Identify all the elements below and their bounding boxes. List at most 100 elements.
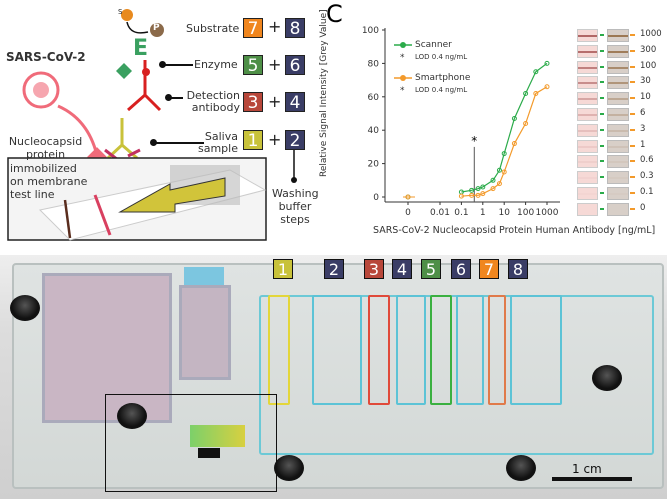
step-number: 7	[243, 18, 263, 39]
data-point-smartphone	[475, 192, 481, 198]
smartphone-tick	[630, 144, 635, 147]
p-label: P	[153, 23, 160, 33]
magnet	[10, 295, 40, 321]
photo-step-number: 1	[273, 259, 293, 279]
plus: +	[268, 92, 282, 111]
smartphone-strip	[607, 108, 629, 121]
test-line	[93, 194, 112, 236]
data-point-smartphone	[496, 181, 502, 187]
lod-star: *	[400, 86, 405, 96]
scanner-strip	[577, 29, 598, 42]
photo-step-number: 6	[451, 259, 471, 279]
smartphone-tick	[630, 81, 635, 84]
photo-step-number: 5	[421, 259, 441, 279]
y-tick-label: 40	[368, 126, 380, 136]
smartphone-strip	[607, 44, 629, 58]
microfluidic-chip	[12, 263, 664, 489]
wash-number: 6	[285, 55, 305, 76]
concentration-label: 1	[640, 139, 646, 150]
wash-number: 4	[285, 92, 305, 113]
scanner-strip	[577, 44, 598, 58]
photo-step-number: 2	[324, 259, 344, 279]
immobilized-label: immobilized on membrane test line	[10, 162, 88, 201]
smartphone-strip	[607, 139, 629, 153]
y-tick-label: 0	[373, 193, 379, 203]
legend-smartphone: Smartphone	[415, 73, 471, 83]
device-photo: 1 cm	[0, 255, 667, 499]
plus: +	[268, 17, 282, 36]
scanner-tick	[600, 34, 604, 36]
inset-highlight	[105, 394, 277, 492]
smartphone-strip	[607, 155, 629, 169]
x-tick-label: 100	[517, 208, 534, 218]
smartphone-tick	[630, 207, 635, 210]
smartphone-tick	[630, 176, 635, 179]
step-number: 3	[243, 92, 263, 113]
panel-letter: C	[326, 0, 343, 28]
concentration-label: 10	[640, 92, 651, 103]
x-tick-label: 0	[405, 208, 411, 218]
smartphone-tick	[630, 192, 635, 194]
s-label: S	[118, 8, 123, 16]
smartphone-strip	[607, 92, 629, 106]
y-tick-label: 20	[368, 160, 380, 170]
data-point-scanner	[475, 186, 481, 192]
photo-step-number: 3	[364, 259, 384, 279]
data-point-smartphone	[469, 192, 475, 198]
scanner-tick	[600, 65, 604, 68]
diagram-graphic	[7, 9, 297, 241]
data-point-smartphone	[501, 169, 507, 175]
scanner-strip	[577, 92, 598, 106]
scanner-strip	[577, 155, 598, 169]
data-point-smartphone	[480, 191, 486, 197]
data-point-scanner	[533, 69, 539, 75]
data-point-smartphone	[533, 90, 539, 96]
scale-bar	[552, 477, 632, 481]
concentration-label: 3	[640, 123, 646, 134]
substrate-icon	[121, 9, 133, 21]
step-number: 5	[243, 55, 263, 76]
scanner-tick	[600, 128, 604, 131]
scanner-tick	[600, 160, 604, 163]
x-tick-label: 0.1	[454, 208, 468, 218]
antibody-icon	[104, 60, 162, 162]
concentration-label: 0.3	[640, 171, 654, 182]
scanner-strip	[577, 76, 598, 90]
smartphone-tick	[630, 65, 635, 68]
data-point-smartphone	[490, 186, 496, 192]
scanner-strip	[577, 171, 598, 185]
concentration-label: 300	[640, 44, 657, 55]
sample-pad	[179, 285, 231, 380]
x-tick-label: 10	[498, 208, 510, 218]
data-point-scanner	[469, 187, 475, 193]
data-point-scanner	[501, 151, 507, 157]
scanner-strip	[577, 108, 598, 121]
x-tick-label: 1	[480, 208, 486, 218]
x-tick-label: 1000	[536, 208, 559, 218]
wash-number: 2	[285, 130, 305, 151]
data-point-scanner	[490, 177, 496, 183]
flow-arrow-icon	[118, 177, 226, 213]
scanner-tick	[600, 81, 604, 84]
scanner-tick	[600, 144, 604, 147]
smartphone-strip	[607, 60, 629, 74]
data-point-scanner	[544, 60, 550, 66]
protein-label: Nucleocapsid protein	[8, 135, 83, 161]
smartphone-tick	[630, 97, 635, 100]
scanner-strip	[577, 123, 598, 137]
smartphone-strip	[607, 187, 629, 200]
magnet	[117, 403, 147, 429]
x-tick-label: 0.01	[430, 208, 450, 218]
scanner-tick	[600, 49, 604, 52]
data-point-scanner	[480, 184, 486, 190]
smartphone-tick	[630, 160, 635, 163]
smartphone-strip	[607, 76, 629, 90]
data-point-smartphone	[511, 141, 517, 147]
washing-label: Washing buffer steps	[272, 187, 319, 226]
magnet	[592, 365, 622, 391]
concentration-label: 30	[640, 76, 651, 87]
step-label: Detection antibody	[186, 89, 240, 114]
data-point-smartphone	[523, 121, 529, 127]
y-tick-label: 100	[362, 26, 379, 36]
